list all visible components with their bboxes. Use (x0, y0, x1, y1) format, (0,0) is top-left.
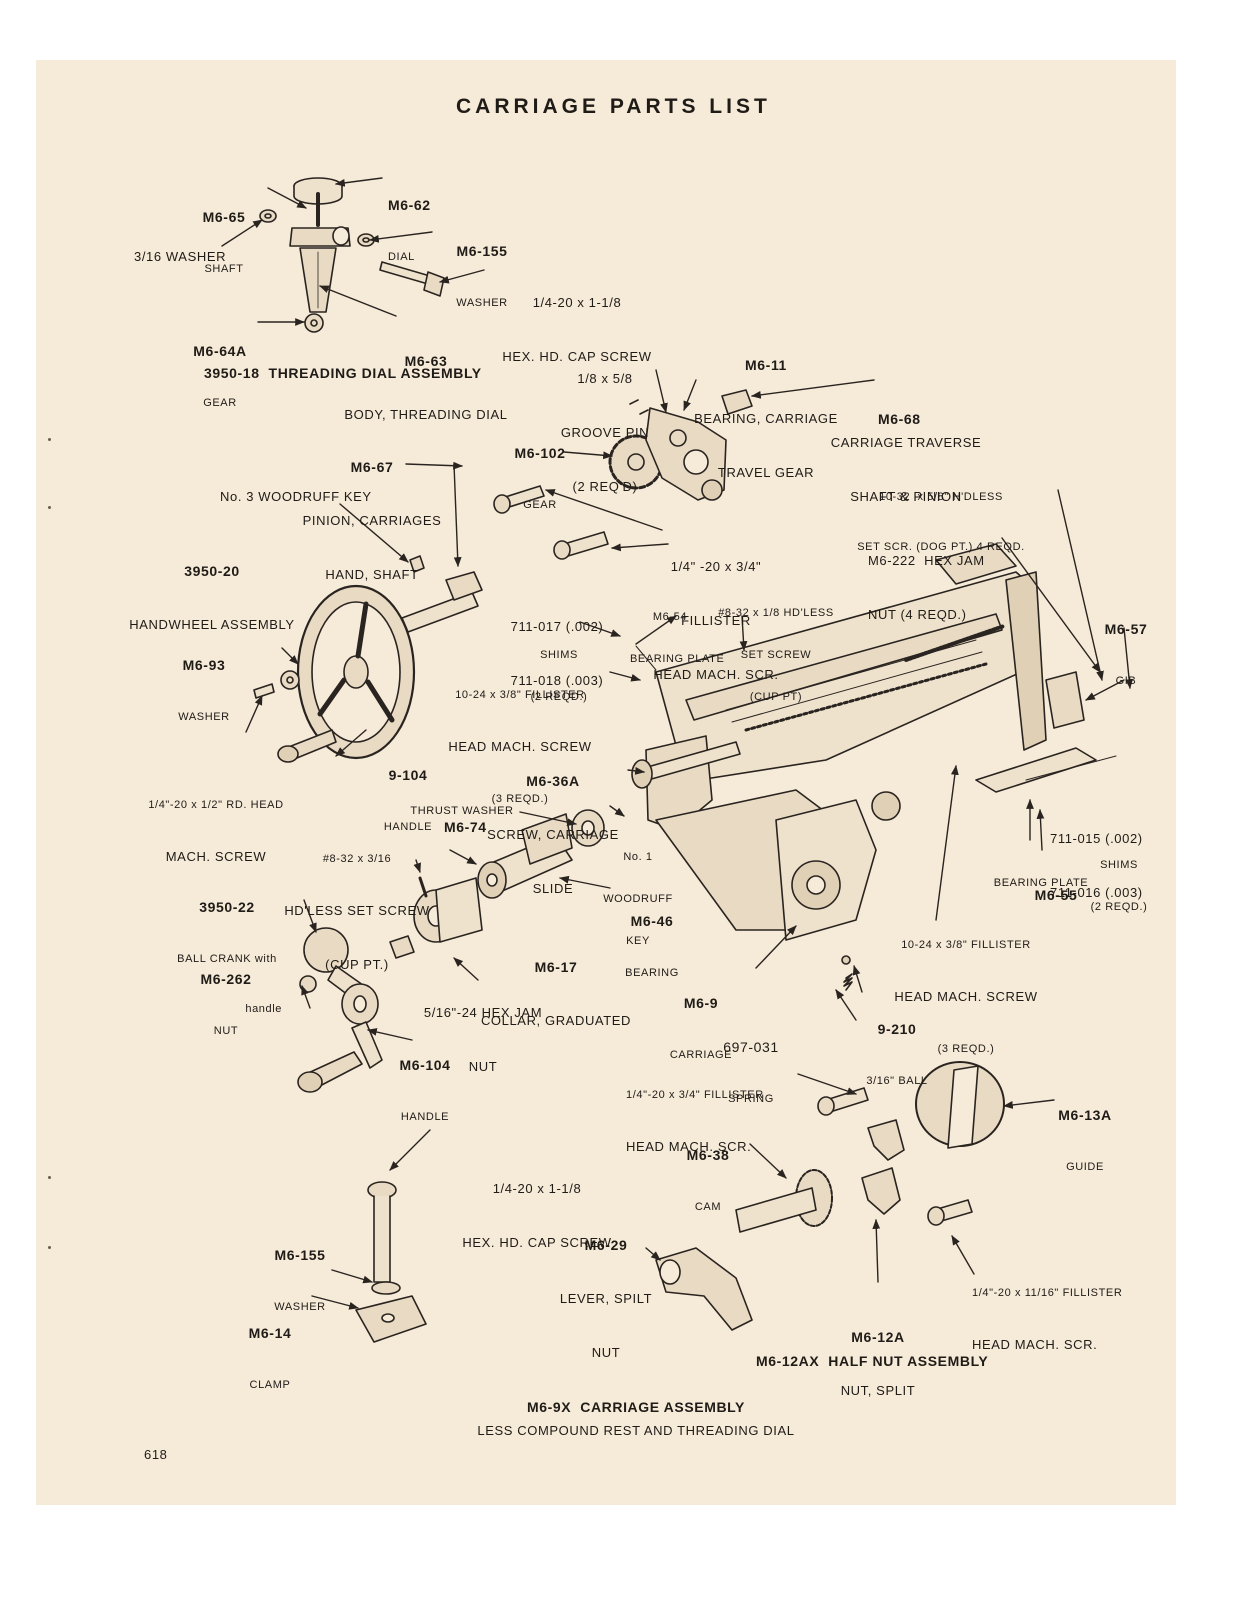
label-shims-right-note: SHIMS (2 REQD.) (1090, 859, 1148, 913)
label-m6-102: M6-102 GEAR (514, 445, 566, 511)
label-m6-155-top: M6-155 WASHER (456, 243, 508, 309)
label-m6-262: M6-262 NUT (200, 971, 252, 1037)
fillister-screws-drawing (493, 485, 609, 560)
catalog-page: CARRIAGE PARTS LIST M6-65 SHAFT M6-62 DI… (36, 60, 1176, 1505)
handwheel-drawing (253, 584, 416, 763)
label-ball-crank: 3950-22 BALL CRANK with handle (177, 899, 282, 1015)
spring-ball-drawing (841, 955, 853, 991)
label-setscr-dog-pt: 10-32 x 5/8" H'DLESS SET SCR. (DOG PT.) … (857, 491, 1025, 553)
label-9-104: 9-104 HANDLE (383, 767, 433, 833)
label-fillister-10-24-a: 10-24 x 3/8" FILLISTER HEAD MACH. SCREW … (448, 689, 592, 805)
pinion-shaft-drawing (401, 555, 483, 633)
label-m6-68: CARRIAGE TRAVERSE SHAFT & PINION (830, 435, 982, 504)
label-m6-11: M6-11 BEARING, CARRIAGE TRAVEL GEAR (694, 357, 838, 480)
label-shims-top: 711-017 (.002) 711-018 (.003) (510, 619, 604, 688)
assembly-title-half-nut: M6-12AX HALF NUT ASSEMBLY (756, 1353, 989, 1369)
label-setscr-cup: #8-32 x 3/16 HD'LESS SET SCREW (CUP PT.) (284, 853, 430, 972)
label-m6-64a: M6-64A GEAR (193, 343, 247, 409)
assembly-title-carriage: M6-9X CARRIAGE ASSEMBLY (527, 1399, 745, 1415)
label-rd-head-screw: 1/4"-20 x 1/2" RD. HEAD MACH. SCREW (148, 799, 284, 864)
page-title: CARRIAGE PARTS LIST (456, 95, 771, 118)
label-m6-46: M6-46 BEARING (625, 913, 679, 979)
label-jam-nut: 5/16"-24 HEX JAM NUT (423, 1005, 543, 1074)
label-m6-36a: M6-36A SCREW, CARRIAGE SLIDE (487, 773, 619, 896)
binder-mark (48, 506, 51, 509)
label-m6-9: M6-9 CARRIAGE (669, 995, 733, 1061)
label-m6-62: M6-62 DIAL (388, 197, 431, 263)
exploded-parts-drawing (221, 177, 1134, 1343)
label-m6-74-number: M6-74 (444, 819, 487, 835)
label-m6-38: M6-38 CAM (686, 1147, 730, 1213)
ball-crank-drawing (297, 927, 383, 1093)
label-washer-3-16: 3/16 WASHER (134, 249, 227, 264)
slide-screw-drawing (631, 624, 1006, 789)
label-fillister-10-24-b: 10-24 x 3/8" FILLISTER HEAD MACH. SCREW … (894, 939, 1038, 1055)
label-m6-63: M6-63 BODY, THREADING DIAL (344, 353, 508, 422)
binder-mark (48, 1246, 51, 1249)
label-shims-top-note: SHIMS (2 REQD.) (530, 649, 588, 703)
assembly-note-carriage: LESS COMPOUND REST AND THREADING DIAL (477, 1423, 795, 1438)
binder-mark (48, 438, 51, 441)
label-cap-screw-bottom: 1/4-20 x 1-1/8 HEX. HD. CAP SCREW (462, 1181, 612, 1250)
label-m6-222: M6-222 HEX JAM NUT (4 REQD.) (868, 553, 985, 622)
page-number: 618 (144, 1447, 168, 1462)
label-m6-12a: M6-12A NUT, SPLIT (840, 1329, 916, 1398)
label-spring: 697-031 SPRING (723, 1039, 779, 1105)
label-m6-29: M6-29 LEVER, SPILT NUT (559, 1237, 653, 1360)
half-nut-drawing (655, 1061, 1005, 1331)
label-m6-155-bottom: M6-155 WASHER (274, 1247, 326, 1313)
label-9-210: 9-210 3/16" BALL (866, 1021, 928, 1087)
label-m6-55: BEARING PLATE (993, 877, 1089, 889)
gear-bearing-drawing (608, 389, 753, 501)
label-woodruff-1: No. 1 WOODRUFF KEY (603, 851, 673, 947)
label-setscr-cup-small: #8-32 x 1/8 HD'LESS SET SCREW (CUP PT) (718, 607, 834, 703)
label-m6-74: THRUST WASHER (410, 805, 514, 817)
label-fillister-11-16: 1/4"-20 x 11/16" FILLISTER HEAD MACH. SC… (972, 1287, 1123, 1352)
label-fillister-3-4-b: 1/4"-20 x 3/4" FILLISTER HEAD MACH. SCR. (626, 1089, 764, 1154)
label-m6-13a: M6-13A GUIDE (1058, 1107, 1112, 1173)
label-m6-104: M6-104 HANDLE (399, 1057, 451, 1123)
crank-parts-drawing (389, 809, 605, 959)
carriage-body-drawing (635, 543, 1117, 941)
label-m6-57: M6-57 GIB (1104, 621, 1148, 687)
binder-mark (48, 1176, 51, 1179)
label-m6-65: M6-65 SHAFT (202, 209, 246, 275)
leader-arrows (221, 177, 1134, 1310)
label-m6-55-number: M6-55 (1034, 887, 1078, 903)
label-groove-pin: 1/8 x 5/8 GROOVE PIN (2 REQ'D) (560, 371, 650, 494)
label-m6-17: M6-17 COLLAR, GRADUATED (480, 959, 632, 1028)
label-m6-14: M6-14 CLAMP (248, 1325, 292, 1391)
label-handwheel-assembly: 3950-20 HANDWHEEL ASSEMBLY (129, 563, 295, 632)
label-shims-right: 711-015 (.002) 711-016 (.003) (1050, 831, 1143, 900)
assembly-title-threading-dial: 3950-18 THREADING DIAL ASSEMBLY (204, 365, 482, 381)
clamp-drawing (355, 1181, 427, 1343)
label-woodruff-3: No. 3 WOODRUFF KEY (220, 489, 372, 504)
label-m6-93: M6-93 WASHER (178, 657, 230, 723)
label-m6-67: M6-67 PINION, CARRIAGES HAND, SHAFT (302, 459, 442, 582)
threading-dial-drawing (259, 177, 445, 333)
label-m6-68-number: M6-68 (878, 411, 921, 427)
label-m6-54: M6-54 BEARING PLATE (630, 611, 725, 665)
label-cap-screw-top: 1/4-20 x 1-1/8 HEX. HD. CAP SCREW (502, 295, 652, 364)
label-fillister-3-4: 1/4" -20 x 3/4" FILLISTER HEAD MACH. SCR… (653, 559, 779, 682)
